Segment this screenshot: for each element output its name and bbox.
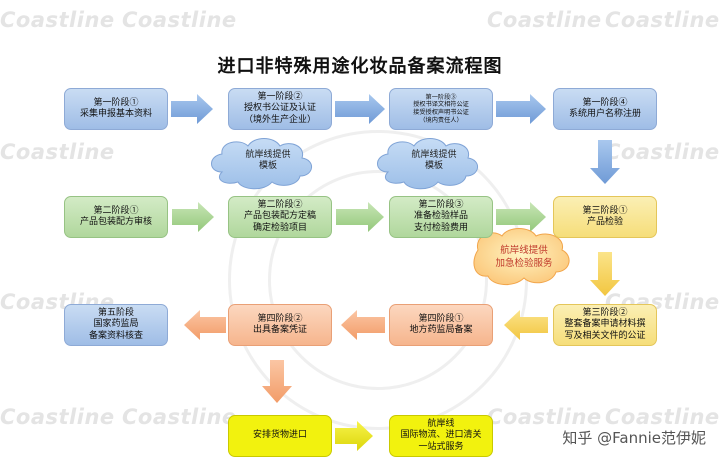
step-code: 第三阶段② bbox=[582, 308, 628, 319]
stage4-step2-box: 第四阶段② 出具备案凭证 bbox=[228, 304, 332, 346]
step-code: 第一阶段② bbox=[257, 92, 303, 103]
stage5-box: 第五阶段 国家药监局 备案资料核查 bbox=[64, 304, 168, 346]
step-label: 国家药监局 bbox=[93, 319, 139, 330]
step-label: 准备检验样品 bbox=[413, 211, 468, 222]
speech-bubble-shape bbox=[473, 228, 570, 285]
stage1-step3-box: 第一阶段③ 授权书译文相符公证 接受授权声明书公证 （境内责任人） bbox=[389, 88, 493, 130]
arrow-right-icon bbox=[336, 202, 384, 232]
expedited-inspection-note: 航岸线提供 加急检验服务 bbox=[495, 245, 553, 269]
cloud-shape-2 bbox=[377, 138, 478, 190]
step-label: 地方药监局备案 bbox=[409, 325, 473, 335]
step-code: 第一阶段① bbox=[93, 97, 139, 108]
watermark-text: Coastline bbox=[0, 8, 115, 32]
step-label: 确定检验项目 bbox=[252, 222, 307, 233]
step-label: 产品包装配方审核 bbox=[79, 217, 152, 227]
step-label: 接受授权声明书公证 bbox=[413, 109, 469, 116]
stage1-step1-box: 第一阶段① 采集申报基本资料 bbox=[64, 88, 168, 130]
step-label: 产品包装配方定稿 bbox=[243, 211, 316, 222]
arrow-left-icon bbox=[504, 310, 548, 340]
step-label: 支付检验费用 bbox=[413, 222, 468, 233]
stage3-step1-box: 第三阶段① 产品检验 bbox=[553, 196, 657, 238]
step-label: 写及相关文件的公证 bbox=[564, 330, 646, 341]
step-code: 第二阶段② bbox=[257, 200, 303, 211]
stage1-step2-box: 第一阶段② 授权书公证及认证 （境外生产企业） bbox=[228, 88, 332, 130]
arrow-right-icon bbox=[335, 94, 385, 124]
author-credit: 知乎 @Fannie范伊妮 bbox=[562, 429, 706, 447]
stage1-step4-box: 第一阶段④ 系统用户名称注册 bbox=[553, 88, 657, 130]
arrow-right-icon bbox=[172, 202, 214, 232]
arrow-left-icon bbox=[341, 310, 385, 340]
step-label: 采集申报基本资料 bbox=[79, 109, 152, 119]
step-label: 国际物流、进口清关 bbox=[400, 430, 482, 441]
watermark-text: Coastline bbox=[487, 8, 602, 32]
watermark-text: Coastline bbox=[122, 405, 237, 429]
diagram-title: 进口非特殊用途化妆品备案流程图 bbox=[217, 56, 503, 77]
step-label: 备案资料核查 bbox=[88, 330, 143, 341]
arrow-left-icon bbox=[184, 310, 226, 340]
watermark-text: Coastline bbox=[122, 8, 237, 32]
step-label: 产品检验 bbox=[586, 217, 623, 227]
arrange-import-box: 安排货物进口 bbox=[228, 415, 332, 457]
arrow-right-icon bbox=[335, 421, 373, 451]
arrow-right-icon bbox=[171, 94, 213, 124]
watermark-text: Coastline bbox=[605, 8, 720, 32]
step-label: 安排货物进口 bbox=[252, 430, 307, 441]
arrow-down-icon bbox=[590, 140, 620, 184]
step-code: 第一阶段④ bbox=[582, 97, 628, 108]
step-code: 第三阶段① bbox=[582, 205, 628, 216]
step-label: 航岸线 bbox=[427, 419, 455, 430]
step-code: 第二阶段① bbox=[93, 205, 139, 216]
stage2-step1-box: 第二阶段① 产品包装配方审核 bbox=[64, 196, 168, 238]
step-label: 出具备案凭证 bbox=[252, 325, 307, 335]
step-code: 第一阶段③ bbox=[425, 93, 457, 101]
step-label: 整套备案申请材料撰 bbox=[564, 319, 646, 330]
watermark-text: Coastline bbox=[487, 405, 602, 429]
watermark-text: Coastline bbox=[0, 405, 115, 429]
step-note: （境外生产企业） bbox=[243, 114, 316, 125]
watermark-text: Coastline bbox=[605, 405, 720, 429]
one-stop-service-box: 航岸线 国际物流、进口清关 一站式服务 bbox=[389, 415, 493, 457]
arrow-down-icon bbox=[262, 360, 292, 403]
arrow-right-icon bbox=[496, 202, 546, 232]
step-label: 一站式服务 bbox=[418, 441, 464, 452]
step-label: 系统用户名称注册 bbox=[568, 109, 641, 119]
arrow-down-icon bbox=[590, 252, 620, 296]
step-label: 授权书译文相符公证 bbox=[413, 101, 469, 109]
step-code: 第四阶段① bbox=[418, 313, 464, 324]
watermark-text: Coastline bbox=[605, 140, 720, 164]
stage2-step2-box: 第二阶段② 产品包装配方定稿 确定检验项目 bbox=[228, 196, 332, 238]
watermark-text: Coastline bbox=[0, 140, 115, 164]
step-code: 第二阶段③ bbox=[418, 200, 464, 211]
step-code: 第四阶段② bbox=[257, 313, 303, 324]
step-label: 授权书公证及认证 bbox=[243, 103, 316, 114]
cloud-template-note-1: 航岸线提供 模板 bbox=[245, 150, 291, 172]
stage2-step3-box: 第二阶段③ 准备检验样品 支付检验费用 bbox=[389, 196, 493, 238]
stage4-step1-box: 第四阶段① 地方药监局备案 bbox=[389, 304, 493, 346]
cloud-template-note-2: 航岸线提供 模板 bbox=[411, 150, 457, 172]
cloud-shape-1 bbox=[211, 138, 312, 190]
arrow-right-icon bbox=[496, 94, 546, 124]
step-code: 第五阶段 bbox=[97, 308, 134, 319]
stage3-step2-box: 第三阶段② 整套备案申请材料撰 写及相关文件的公证 bbox=[553, 304, 657, 346]
step-note: （境内责任人） bbox=[419, 116, 463, 124]
watermark-globe-icon bbox=[268, 170, 488, 390]
